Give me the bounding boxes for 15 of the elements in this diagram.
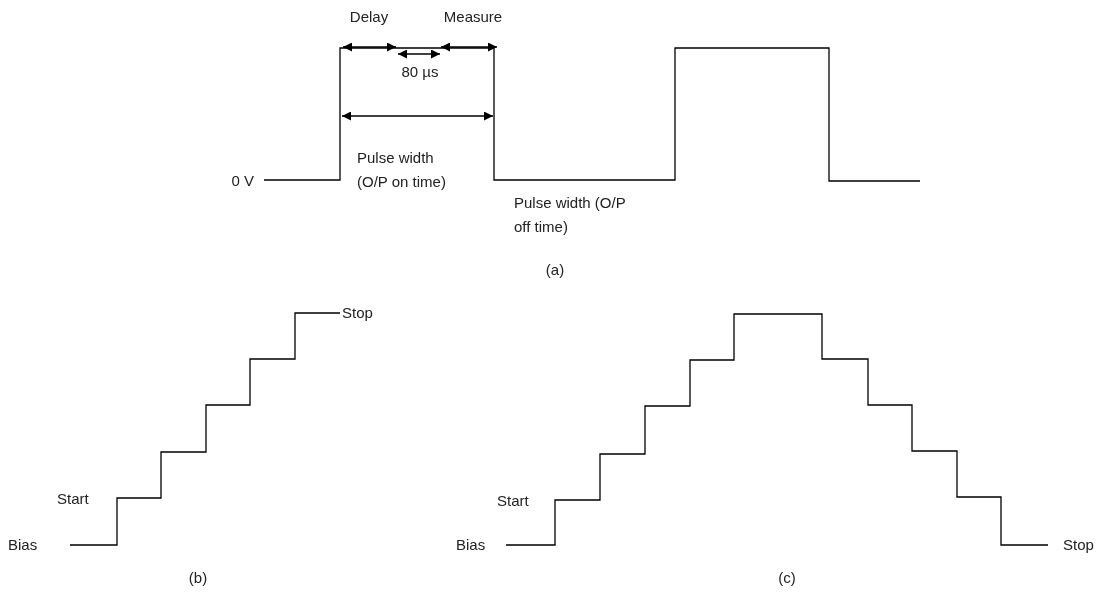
level-label: Bias: [456, 535, 486, 555]
timing-label: Delay: [349, 7, 389, 27]
level-label: Start: [57, 489, 89, 509]
panel-label: (a): [545, 260, 565, 280]
pulse-width-label: Pulse width (O/P on time): [357, 148, 447, 192]
pulse-width-label: Pulse width (O/P off time): [514, 193, 626, 237]
duration-label: 80 µs: [401, 62, 439, 82]
timing-label: Measure: [443, 7, 503, 27]
panel-label: (b): [188, 568, 208, 588]
level-label: Stop: [342, 303, 373, 323]
panel-label: (c): [778, 568, 796, 588]
level-label: Stop: [1063, 535, 1094, 555]
voltage-label: 0 V: [231, 171, 254, 191]
level-label: Start: [497, 491, 529, 511]
level-label: Bias: [8, 535, 38, 555]
